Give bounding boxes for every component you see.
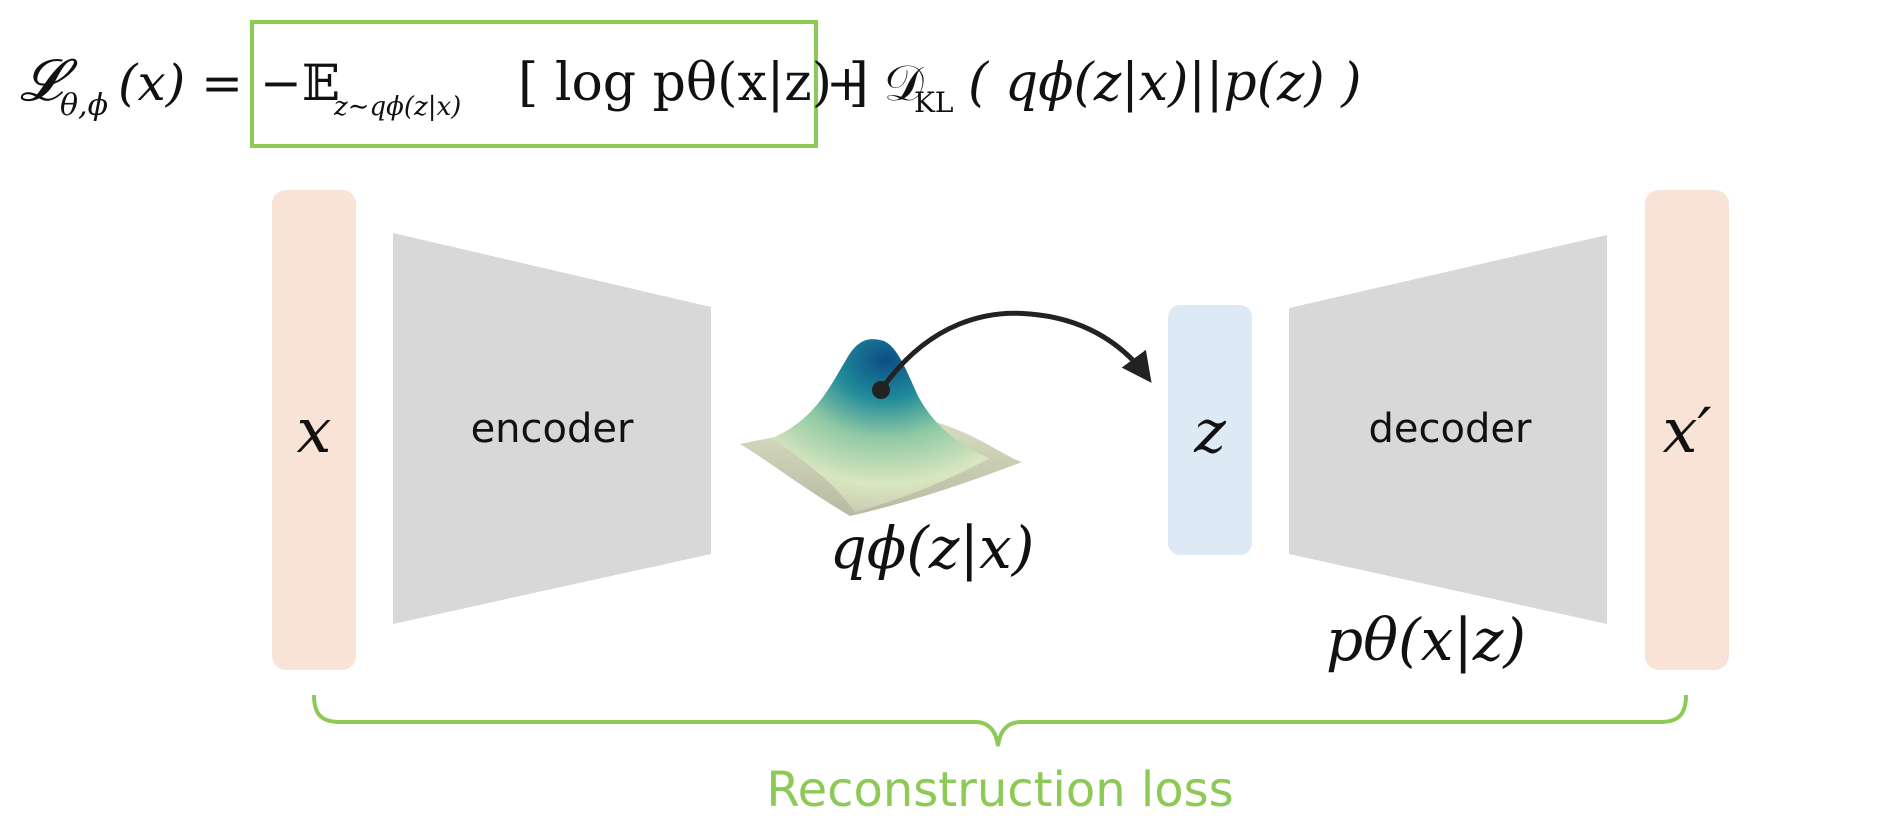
- decoder-block: [1289, 235, 1607, 624]
- posterior-label: qϕ(z|x): [830, 514, 1035, 582]
- gaussian-distribution: [740, 339, 1022, 516]
- output-label: x′: [1662, 394, 1711, 467]
- latent-block: [1168, 305, 1252, 555]
- output-block: [1645, 190, 1729, 670]
- loss-argument: (x) =: [118, 54, 243, 112]
- sampling-arrow: [878, 310, 1152, 392]
- reconstruction-loss-label: Reconstruction loss: [766, 762, 1233, 818]
- reconstruction-term-box: [250, 20, 818, 148]
- likelihood-label: pθ(x|z): [1326, 606, 1526, 674]
- expectation-symbol: −𝔼: [260, 54, 340, 112]
- input-block: [272, 190, 356, 670]
- expectation-body: [ log pθ(x|z) ]: [518, 53, 869, 113]
- kl-body: ( qϕ(z|x)||p(z) ): [968, 53, 1361, 113]
- kl-subscript: KL: [914, 86, 954, 119]
- latent-label: z: [1193, 397, 1226, 467]
- reconstruction-brace: [312, 694, 1688, 747]
- decoder-label: decoder: [1369, 406, 1532, 452]
- elbo-formula: 𝓛 θ,ϕ (x) = −𝔼 z∼qϕ(z|x) [ log pθ(x|z) ]…: [20, 20, 1361, 148]
- encoder-block: [393, 233, 711, 624]
- kl-symbol: + 𝒟: [826, 54, 924, 112]
- input-label: x: [297, 394, 332, 467]
- expectation-subscript: z∼qϕ(z|x): [333, 92, 461, 122]
- encoder-label: encoder: [471, 406, 634, 452]
- loss-subscript: θ,ϕ: [60, 88, 108, 123]
